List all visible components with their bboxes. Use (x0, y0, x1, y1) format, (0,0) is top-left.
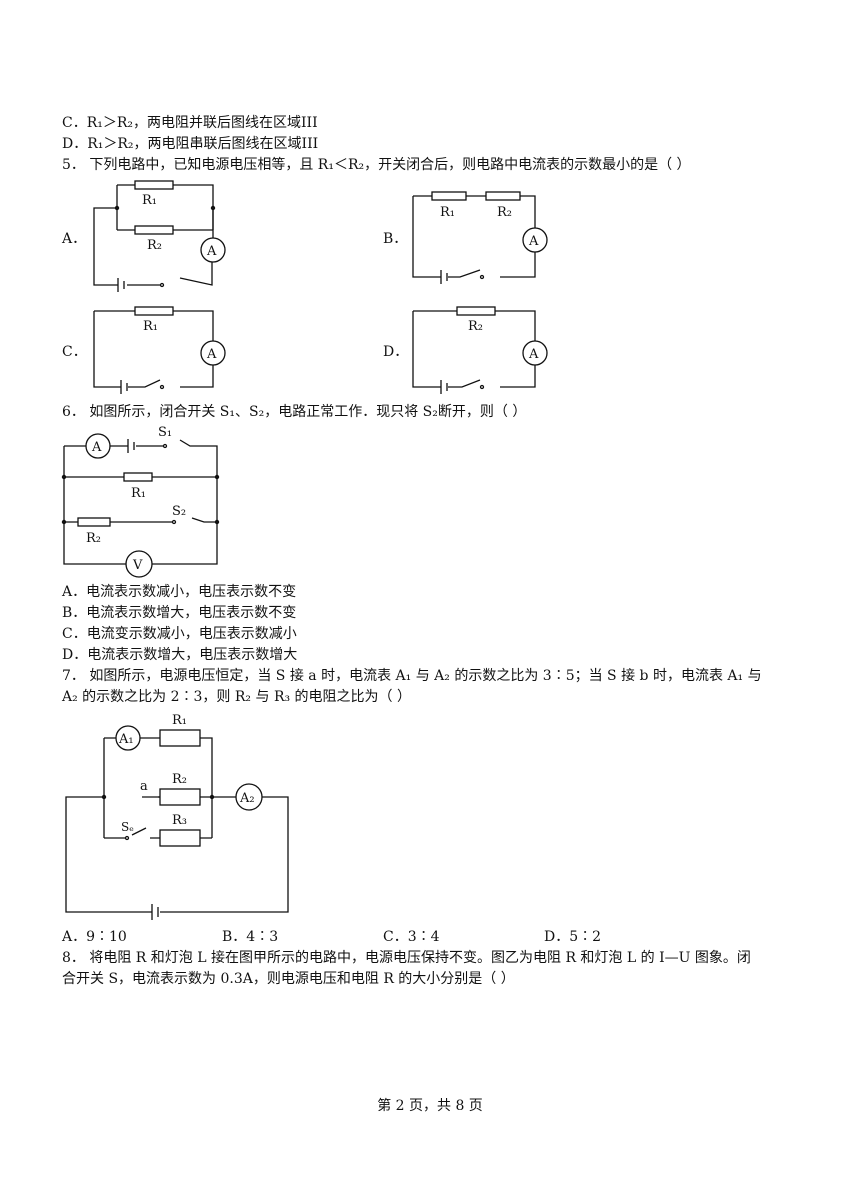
q7-a1-label: A₁ (118, 732, 134, 747)
q5a-r2-label: R₂ (147, 238, 162, 253)
q5c-ammeter (200, 340, 226, 366)
q7-option-b: B．4∶3 (222, 929, 279, 945)
q7-a2-ammeter (235, 783, 263, 811)
q5a-ammeter (200, 237, 226, 263)
q4-option-c-label: C． (62, 115, 87, 131)
q7-option-d: D．5∶2 (544, 929, 602, 945)
q5a-ammeter-label: A (206, 244, 217, 259)
q4-option-d: D．R₁＞R₂，两电阻串联后图线在区域III (62, 135, 318, 153)
q5-option-b-label: B． (383, 231, 408, 247)
q7-switch-label: Sₑ (121, 820, 134, 834)
q6-option-d: D．电流表示数增大，电压表示数增大 (62, 647, 298, 663)
q8-stem-line1: 8． 将电阻 R 和灯泡 L 接在图甲所示的电路中，电源电压保持不变。图乙为电阻… (62, 950, 751, 966)
q7-option-c: C．3∶4 (383, 929, 440, 945)
q7-option-a: A．9∶10 (62, 929, 127, 945)
q5b-ammeter-label: A (528, 234, 539, 249)
q5d-ammeter (522, 340, 548, 366)
q5b-ammeter (522, 227, 548, 253)
q6-ammeter (85, 433, 111, 459)
q7-r1-resistor (159, 729, 201, 747)
q5-option-d-label: D． (383, 344, 409, 360)
q5a-r1-resistor (134, 180, 174, 190)
q7-r3-label: R₃ (172, 813, 187, 828)
q7-contact-a-label: a (140, 779, 148, 794)
q5b-r1-resistor (431, 191, 467, 201)
q5d-ammeter-label: A (528, 347, 539, 362)
q7-stem-line2: A₂ 的示数之比为 2∶3，则 R₂ 与 R₃ 的电阻之比为（ ） (62, 689, 411, 705)
q4-option-d-text: R₁＞R₂，两电阻串联后图线在区域III (87, 136, 319, 152)
q6-s2-label: S₂ (172, 504, 186, 519)
q7-r3-resistor (159, 829, 201, 847)
q7-r2-resistor (159, 788, 201, 806)
q5d-r2-resistor (456, 306, 496, 316)
q7-a2-label: A₂ (239, 791, 255, 806)
q5c-r1-label: R₁ (143, 319, 158, 334)
q5b-r1-label: R₁ (440, 205, 455, 220)
q5a-r1-label: R₁ (142, 193, 157, 208)
q5b-r2-label: R₂ (497, 205, 512, 220)
q6-s1-label: S₁ (158, 425, 172, 440)
q6-option-a: A．电流表示数减小，电压表示数不变 (62, 584, 297, 600)
q6-r1-resistor (123, 472, 153, 482)
q6-option-b: B．电流表示数增大，电压表示数不变 (62, 605, 297, 621)
q5-option-c-label: C． (62, 344, 87, 360)
q7-stem-line1: 7． 如图所示，电源电压恒定，当 S 接 a 时，电流表 A₁ 与 A₂ 的示数… (62, 668, 762, 684)
q5b-r2-resistor (485, 191, 521, 201)
q4-option-d-label: D． (62, 136, 88, 152)
q6-r1-label: R₁ (131, 486, 146, 501)
q7-r1-label: R₁ (172, 713, 187, 728)
q4-option-c: C．R₁＞R₂，两电阻并联后图线在区域III (62, 114, 318, 132)
q5-stem: 5． 下列电路中，已知电源电压相等，且 R₁＜R₂，开关闭合后，则电路中电流表的… (62, 157, 691, 173)
q5a-r2-resistor (134, 225, 174, 235)
q7-a1-ammeter (115, 725, 141, 751)
q6-voltmeter (125, 550, 153, 578)
q6-ammeter-label: A (91, 440, 102, 455)
q7-r2-label: R₂ (172, 772, 187, 787)
q4-option-c-text: R₁＞R₂，两电阻并联后图线在区域III (86, 115, 318, 131)
q6-r2-resistor (77, 517, 111, 527)
q5c-ammeter-label: A (206, 347, 217, 362)
q6-stem: 6． 如图所示，闭合开关 S₁、S₂，电路正常工作．现只将 S₂断开，则（ ） (62, 404, 527, 420)
page-footer: 第 2 页，共 8 页 (377, 1098, 483, 1114)
q5c-r1-resistor (134, 306, 174, 316)
q6-r2-label: R₂ (86, 531, 101, 546)
q6-voltmeter-label: V (132, 558, 143, 573)
q5-option-a-label: A． (62, 231, 87, 247)
q5d-r2-label: R₂ (468, 319, 483, 334)
q6-option-c: C．电流变示数减小，电压表示数减小 (62, 626, 297, 642)
q8-stem-line2: 合开关 S，电流表示数为 0.3A，则电源电压和电阻 R 的大小分别是（ ） (62, 971, 515, 987)
